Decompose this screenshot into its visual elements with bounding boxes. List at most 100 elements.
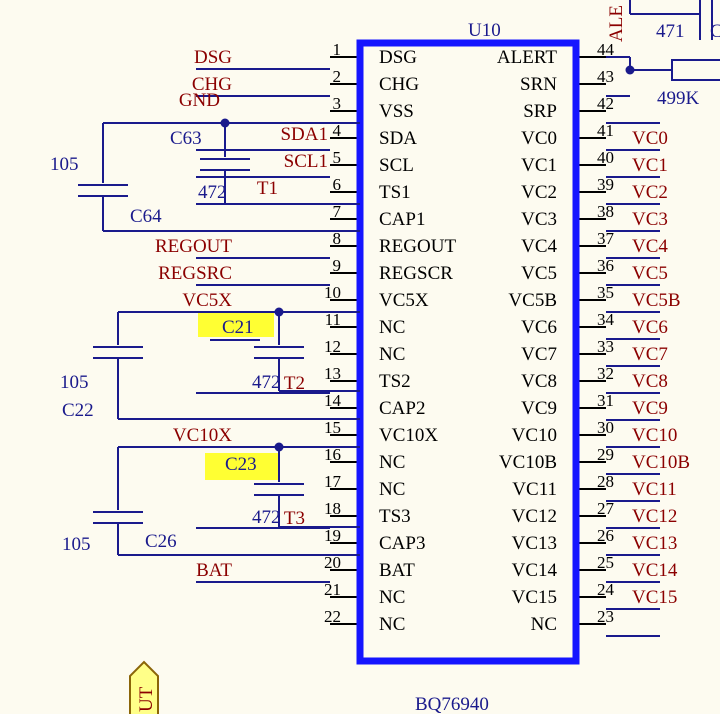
net-label: SCL1 [284, 151, 328, 172]
pin-name: VC5 [521, 263, 557, 284]
pin-name: DSG [379, 47, 417, 68]
net-label: CHG [192, 74, 232, 95]
pin-number: 33 [597, 337, 614, 356]
pin-number: 7 [333, 202, 342, 221]
pin-number: 19 [324, 526, 341, 545]
net-label: GND [179, 90, 220, 111]
net-label: VC1 [632, 155, 668, 176]
pin-number: 3 [333, 94, 342, 113]
c23-c26-network [93, 442, 360, 556]
c22-value: 105 [60, 372, 89, 393]
pin-name: VC11 [512, 479, 557, 500]
pin-name: TS3 [379, 506, 411, 527]
c22-ref: C22 [62, 400, 94, 421]
net-label: VC9 [632, 398, 668, 419]
pin-number: 26 [597, 526, 614, 545]
c21-value: 472 [252, 372, 281, 393]
pin-number: 28 [597, 472, 614, 491]
pin-name: REGOUT [379, 236, 456, 257]
net-label: VC5 [632, 263, 668, 284]
alert-srn-network [625, 0, 720, 81]
net-label: VC0 [632, 128, 668, 149]
pin-name: ALERT [497, 47, 557, 68]
pin-number: 34 [597, 310, 615, 329]
pin-number: 27 [597, 499, 615, 518]
net-label: VC10X [173, 425, 232, 446]
net-label: VC12 [632, 506, 677, 527]
pin-number: 29 [597, 445, 614, 464]
net-label: VC4 [632, 236, 668, 257]
pin-number: 4 [333, 121, 342, 140]
pin-number: 9 [333, 256, 342, 275]
pin-name: TS2 [379, 371, 411, 392]
pin-number: 21 [324, 580, 341, 599]
ic-body[interactable] [356, 39, 580, 665]
pin-number: 40 [597, 148, 614, 167]
pin-number: 17 [324, 472, 342, 491]
pin-name: VC3 [521, 209, 557, 230]
pin-name: VC15 [512, 587, 557, 608]
pin-number: 12 [324, 337, 341, 356]
pin-number: 39 [597, 175, 614, 194]
pin-name: CAP3 [379, 533, 425, 554]
pin-name: VC7 [521, 344, 557, 365]
alert-cut-ref: C [710, 21, 720, 42]
c63-ref: C63 [170, 128, 202, 149]
pin-number: 24 [597, 580, 615, 599]
pin-name: SRN [520, 74, 557, 95]
pin-number: 32 [597, 364, 614, 383]
net-label: T3 [284, 508, 305, 529]
pin-number: 18 [324, 499, 341, 518]
ic-ref-label: U10 [468, 20, 501, 41]
net-label: T1 [257, 178, 278, 199]
pin-number: 11 [325, 310, 341, 329]
net-label: VC13 [632, 533, 677, 554]
pin-name: VC9 [521, 398, 557, 419]
pin-number: 8 [333, 229, 342, 248]
srn-resistor [671, 59, 720, 81]
pin-name: SDA [379, 128, 417, 149]
pin-name: NC [379, 344, 405, 365]
pin-name: VC13 [512, 533, 557, 554]
pin-number: 13 [324, 364, 341, 383]
pin-number: 6 [333, 175, 342, 194]
c21-c22-network [93, 307, 360, 420]
pin-name: VC1 [521, 155, 557, 176]
srn-resistor-value: 499K [657, 88, 700, 109]
pin-name: VSS [379, 101, 414, 122]
pin-number: 10 [324, 283, 341, 302]
pin-name: VC4 [521, 236, 557, 257]
c23-highlight [205, 453, 279, 480]
pin-number: 37 [597, 229, 615, 248]
net-label: REGSRC [158, 263, 232, 284]
pin-number: 2 [333, 67, 342, 86]
pin-number: 31 [597, 391, 614, 410]
pin-name: TS1 [379, 182, 411, 203]
net-label: VC10B [632, 452, 690, 473]
pin-number: 36 [597, 256, 614, 275]
net-label: REGOUT [155, 236, 232, 257]
c26-ref: C26 [145, 531, 177, 552]
net-label: VC10 [632, 425, 677, 446]
ic-part-label: BQ76940 [415, 694, 489, 714]
c21-highlight [198, 313, 274, 337]
pin-name: CAP1 [379, 209, 425, 230]
net-label: VC5B [632, 290, 681, 311]
pin-number: 25 [597, 553, 614, 572]
net-label: VC14 [632, 560, 678, 581]
pin-number: 42 [597, 94, 614, 113]
pin-name: VC12 [512, 506, 557, 527]
pin-name: CHG [379, 74, 419, 95]
net-label: BAT [196, 560, 232, 581]
net-label: T2 [284, 373, 305, 394]
alert-net-label: ALE [606, 5, 627, 42]
c64-ref: C64 [130, 206, 162, 227]
pin-name: VC5B [508, 290, 557, 311]
c23-ref: C23 [225, 454, 257, 475]
pin-name: VC8 [521, 371, 557, 392]
pin-name: NC [379, 317, 405, 338]
net-label: VC7 [632, 344, 668, 365]
c64-value: 105 [50, 154, 79, 175]
